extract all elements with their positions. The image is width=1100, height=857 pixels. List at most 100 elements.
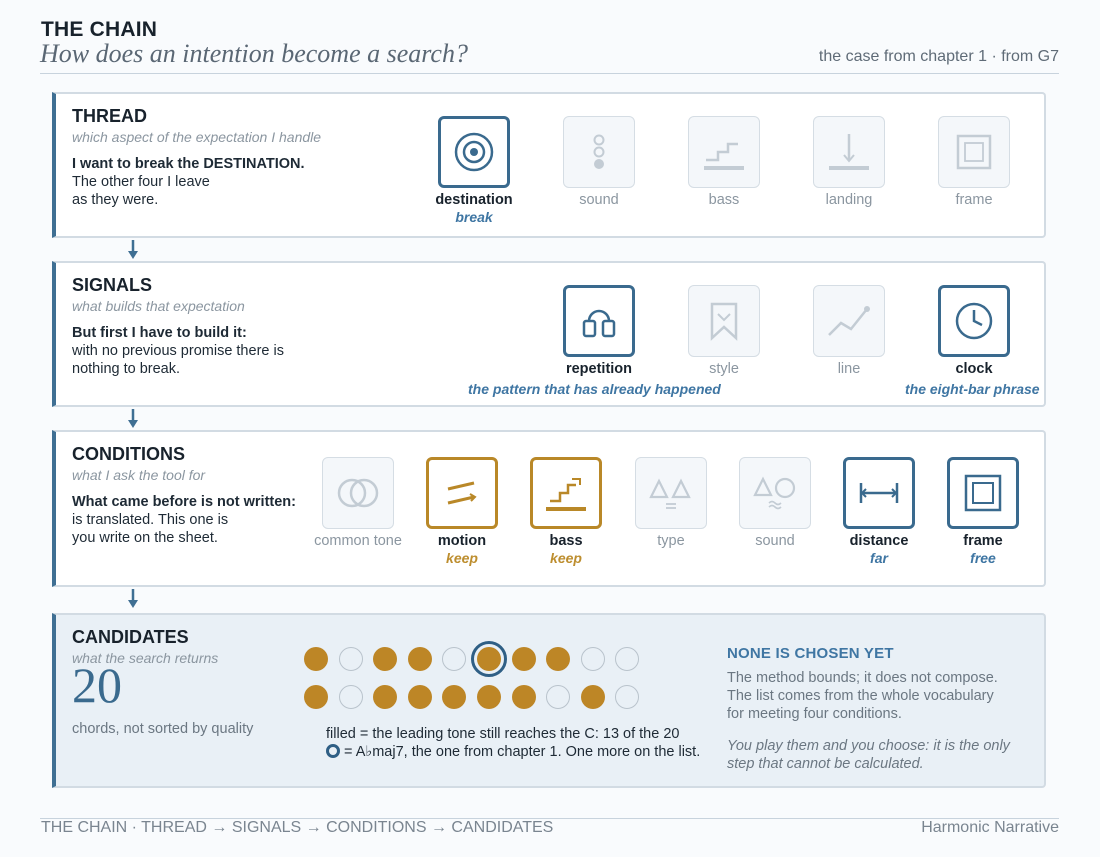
candidate-dot-filled <box>511 684 536 709</box>
candidate-dot-filled <box>373 684 398 709</box>
side-text-line: for meeting four conditions. <box>727 706 902 722</box>
clock-note: the eight-bar phrase <box>905 381 1040 397</box>
conditions-body-line: you write on the sheet. <box>72 530 218 546</box>
candidate-dot-filled <box>546 647 571 671</box>
thread-tile-frame[interactable]: frame <box>929 116 1019 208</box>
steps-icon <box>704 142 744 170</box>
candidate-dot-filled <box>580 684 605 709</box>
signals-tile-style[interactable]: style <box>679 285 769 377</box>
signals-title: SIGNALS <box>72 275 153 295</box>
tile-note: free <box>970 550 996 566</box>
conditions-tile-motion[interactable]: motion keep <box>417 457 507 566</box>
type-triangles-icon <box>649 478 691 509</box>
candidate-count: 20 <box>72 657 122 713</box>
bookmark-icon <box>710 302 738 341</box>
tile-label: common tone <box>314 533 402 549</box>
highlight-ring <box>471 641 507 677</box>
candidate-dot-filled <box>407 684 432 709</box>
tile-note: break <box>455 209 493 225</box>
thread-lead: I want to break the DESTINATION. <box>72 156 305 172</box>
candidate-dot-empty <box>442 647 467 671</box>
tile-label: distance <box>849 533 909 549</box>
down-arrow-icon <box>128 409 138 428</box>
candidate-dot-filled <box>304 684 328 709</box>
signals-subtitle: what builds that expectation <box>72 298 245 314</box>
thread-tile-bass[interactable]: bass <box>679 116 769 208</box>
conditions-panel: CONDITIONS what I ask the tool for What … <box>52 430 1046 587</box>
conditions-tile-type[interactable]: type <box>626 457 716 549</box>
conditions-body-line: is translated. This one is <box>72 512 229 528</box>
overlap-circles-icon <box>337 478 379 508</box>
conditions-tile-bass[interactable]: bass keep <box>521 457 611 566</box>
conditions-lead: What came before is not written: <box>72 494 296 510</box>
tile-note: far <box>870 550 888 566</box>
ring-icon <box>326 744 340 758</box>
tile-label: style <box>709 361 739 377</box>
side-text-line: The list comes from the whole vocabulary <box>727 688 994 704</box>
conditions-tile-frame[interactable]: frame free <box>938 457 1028 566</box>
conditions-description: What came before is not written: is tran… <box>72 493 296 547</box>
tile-label: frame <box>963 533 1003 549</box>
candidates-panel: CANDIDATES what the search returns 20 ch… <box>52 613 1046 788</box>
tile-label: sound <box>579 192 619 208</box>
thread-subtitle: which aspect of the expectation I handle <box>72 129 322 145</box>
line-chart-icon <box>828 306 870 336</box>
candidate-count-label: chords, not sorted by quality <box>72 721 254 737</box>
down-arrow-icon <box>128 589 138 608</box>
conditions-tile-distance[interactable]: distance far <box>834 457 924 566</box>
side-italic-line: step that cannot be calculated. <box>727 756 924 772</box>
repetition-note: the pattern that has already happened <box>468 381 721 397</box>
tile-label: clock <box>955 361 993 377</box>
landing-icon <box>829 134 869 170</box>
tile-label: motion <box>437 533 487 549</box>
legend-filled: filled = the leading tone still reaches … <box>326 726 680 742</box>
signals-description: But first I have to build it: with no pr… <box>72 324 284 378</box>
conditions-tile-common-tone[interactable]: common tone <box>313 457 403 549</box>
thread-tile-sound[interactable]: sound <box>554 116 644 208</box>
thread-description: I want to break the DESTINATION. The oth… <box>72 155 305 209</box>
signals-tile-repetition[interactable]: repetition <box>554 285 644 377</box>
conditions-tile-sound[interactable]: sound <box>730 457 820 549</box>
frame-icon <box>964 474 1002 512</box>
thread-title: THREAD <box>72 106 147 126</box>
candidate-dot-filled <box>407 647 432 671</box>
legend-ring-text: = A♭maj7, the one from chapter 1. One mo… <box>344 744 701 760</box>
signals-lead: But first I have to build it: <box>72 325 247 341</box>
candidate-dot-filled <box>373 647 398 671</box>
candidate-dot-empty <box>338 684 363 709</box>
candidate-dot-empty <box>615 684 640 709</box>
thread-tile-destination[interactable]: destination break <box>429 116 519 225</box>
legend-ring-row: = A♭maj7, the one from chapter 1. One mo… <box>326 744 700 760</box>
tile-label: bass <box>708 192 740 208</box>
case-reference: the case from chapter 1 · from G7 <box>818 48 1059 65</box>
footer-brand: Harmonic Narrative <box>921 819 1059 836</box>
candidate-dot-empty <box>546 684 571 709</box>
clock-icon <box>955 302 993 340</box>
side-text-line: The method bounds; it does not compose. <box>727 670 998 686</box>
signals-body-line: with no previous promise there is <box>72 343 284 359</box>
tile-label: frame <box>955 192 993 208</box>
tile-label: line <box>837 361 861 377</box>
side-text: The method bounds; it does not compose. … <box>727 669 1027 723</box>
signals-tile-line[interactable]: line <box>804 285 894 377</box>
thread-tile-landing[interactable]: landing <box>804 116 894 208</box>
tile-label: destination <box>435 192 513 208</box>
side-italic: You play them and you choose: it is the … <box>727 737 1037 773</box>
sound-shapes-icon <box>753 476 796 510</box>
signals-tile-clock[interactable]: clock <box>929 285 1019 377</box>
tile-label: type <box>657 533 685 549</box>
tile-label: repetition <box>565 361 633 377</box>
side-italic-line: You play them and you choose: it is the … <box>727 738 1010 754</box>
tile-label: landing <box>825 192 873 208</box>
tile-note: keep <box>446 550 478 566</box>
bass-steps-icon <box>546 478 586 511</box>
tile-label: sound <box>755 533 795 549</box>
motion-icon <box>447 481 477 505</box>
candidate-dot-filled <box>511 647 536 671</box>
thread-body-line: The other four I leave <box>72 174 210 190</box>
candidates-subtitle: what the search returns <box>72 650 219 666</box>
candidate-dot-filled <box>304 647 328 671</box>
footer-chain: THE CHAIN · THREAD → SIGNALS → CONDITION… <box>41 819 554 836</box>
conditions-title: CONDITIONS <box>72 444 186 464</box>
candidate-dot-empty <box>615 647 640 671</box>
